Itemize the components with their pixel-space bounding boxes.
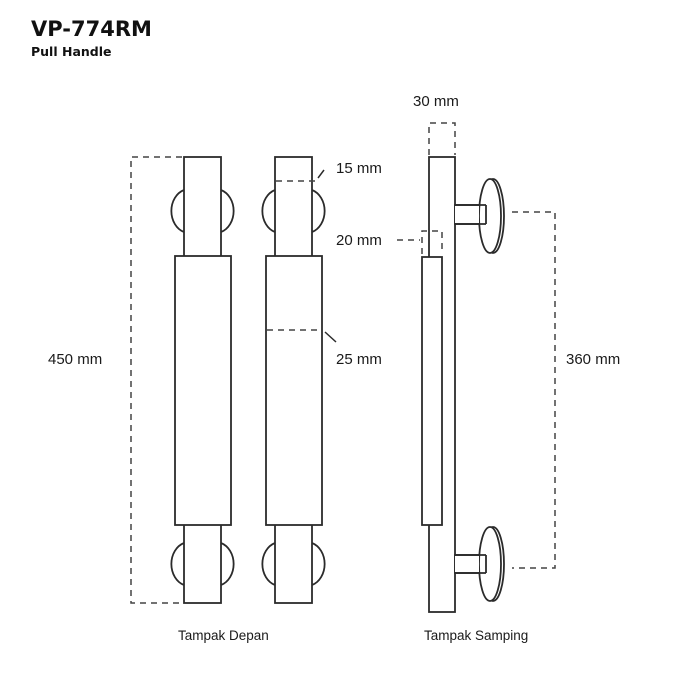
- depth-label: 30 mm: [413, 93, 459, 110]
- center-to-center-dimension-line: [512, 211, 556, 569]
- side-view-caption: Tampak Samping: [424, 628, 528, 643]
- side-grip: [421, 256, 443, 526]
- center-to-center-label: 360 mm: [566, 351, 620, 368]
- mount-bump-bottom-right: [220, 542, 235, 586]
- grip-offset-box: [421, 230, 443, 254]
- grip-offset-label: 20 mm: [336, 232, 382, 249]
- front-view-handle-right: [261, 156, 337, 604]
- mount-bump-bottom-right: [311, 542, 326, 586]
- standoff-lower-edge: [455, 554, 487, 574]
- mount-bump-top-right: [311, 189, 326, 233]
- front-view-handle-left: [170, 156, 235, 604]
- side-view-handle: [397, 122, 505, 613]
- model-title: VP-774RM: [31, 17, 152, 41]
- rod-leader-line: [317, 169, 325, 179]
- depth-dimension-box: [428, 122, 456, 155]
- product-type: Pull Handle: [31, 44, 112, 59]
- grip-diameter-label: 25 mm: [336, 351, 382, 368]
- mount-bump-top-left: [170, 189, 185, 233]
- standoff-upper-edge: [455, 204, 487, 225]
- overall-length-dimension-line: [130, 156, 182, 604]
- handle-grip: [174, 255, 232, 526]
- overall-length-label: 450 mm: [48, 351, 102, 368]
- mount-bump-bottom-left: [170, 542, 185, 586]
- front-view-caption: Tampak Depan: [178, 628, 269, 643]
- mount-bump-top-right: [220, 189, 235, 233]
- grip-leader-line: [324, 331, 337, 343]
- mount-bump-bottom-left: [261, 542, 276, 586]
- handle-grip: [265, 255, 323, 526]
- rod-diameter-label: 15 mm: [336, 160, 382, 177]
- mount-bump-top-left: [261, 189, 276, 233]
- mount-disc-upper: [478, 178, 502, 254]
- mount-disc-lower: [478, 526, 502, 602]
